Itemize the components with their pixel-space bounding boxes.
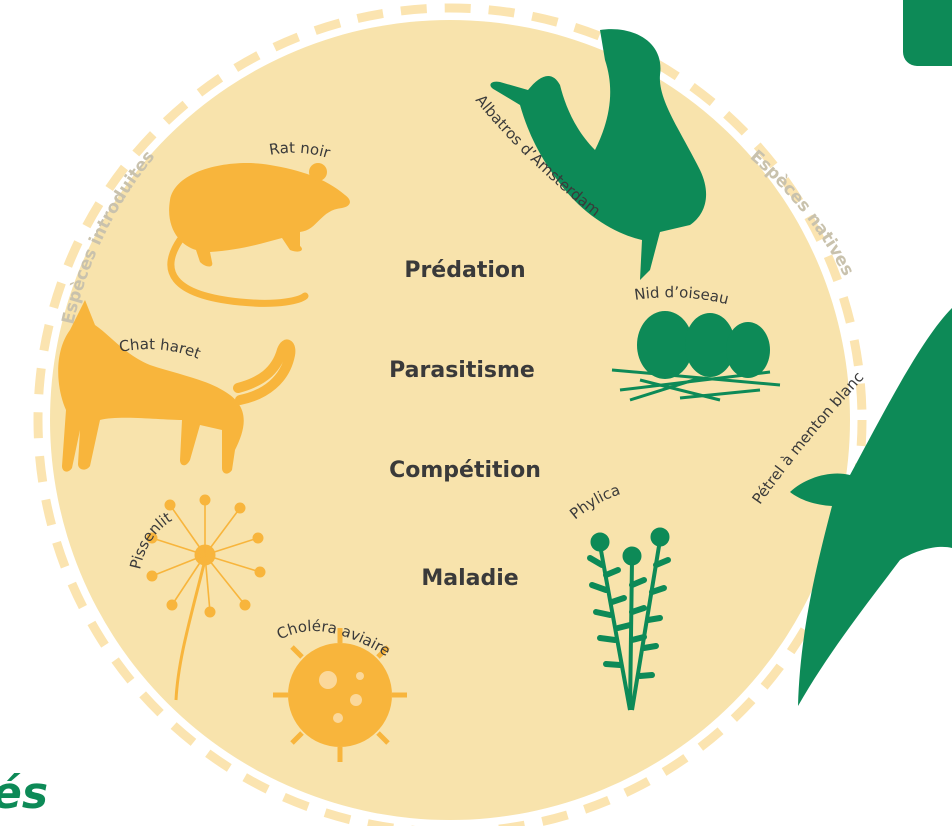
interaction-disease: Maladie — [421, 566, 518, 591]
interaction-predation: Prédation — [404, 258, 525, 283]
partial-title: és — [0, 768, 48, 819]
background-circle — [50, 20, 850, 820]
interaction-parasitism: Parasitisme — [389, 358, 535, 383]
corner-tab[interactable] — [903, 0, 952, 66]
interaction-competition: Compétition — [389, 458, 541, 483]
